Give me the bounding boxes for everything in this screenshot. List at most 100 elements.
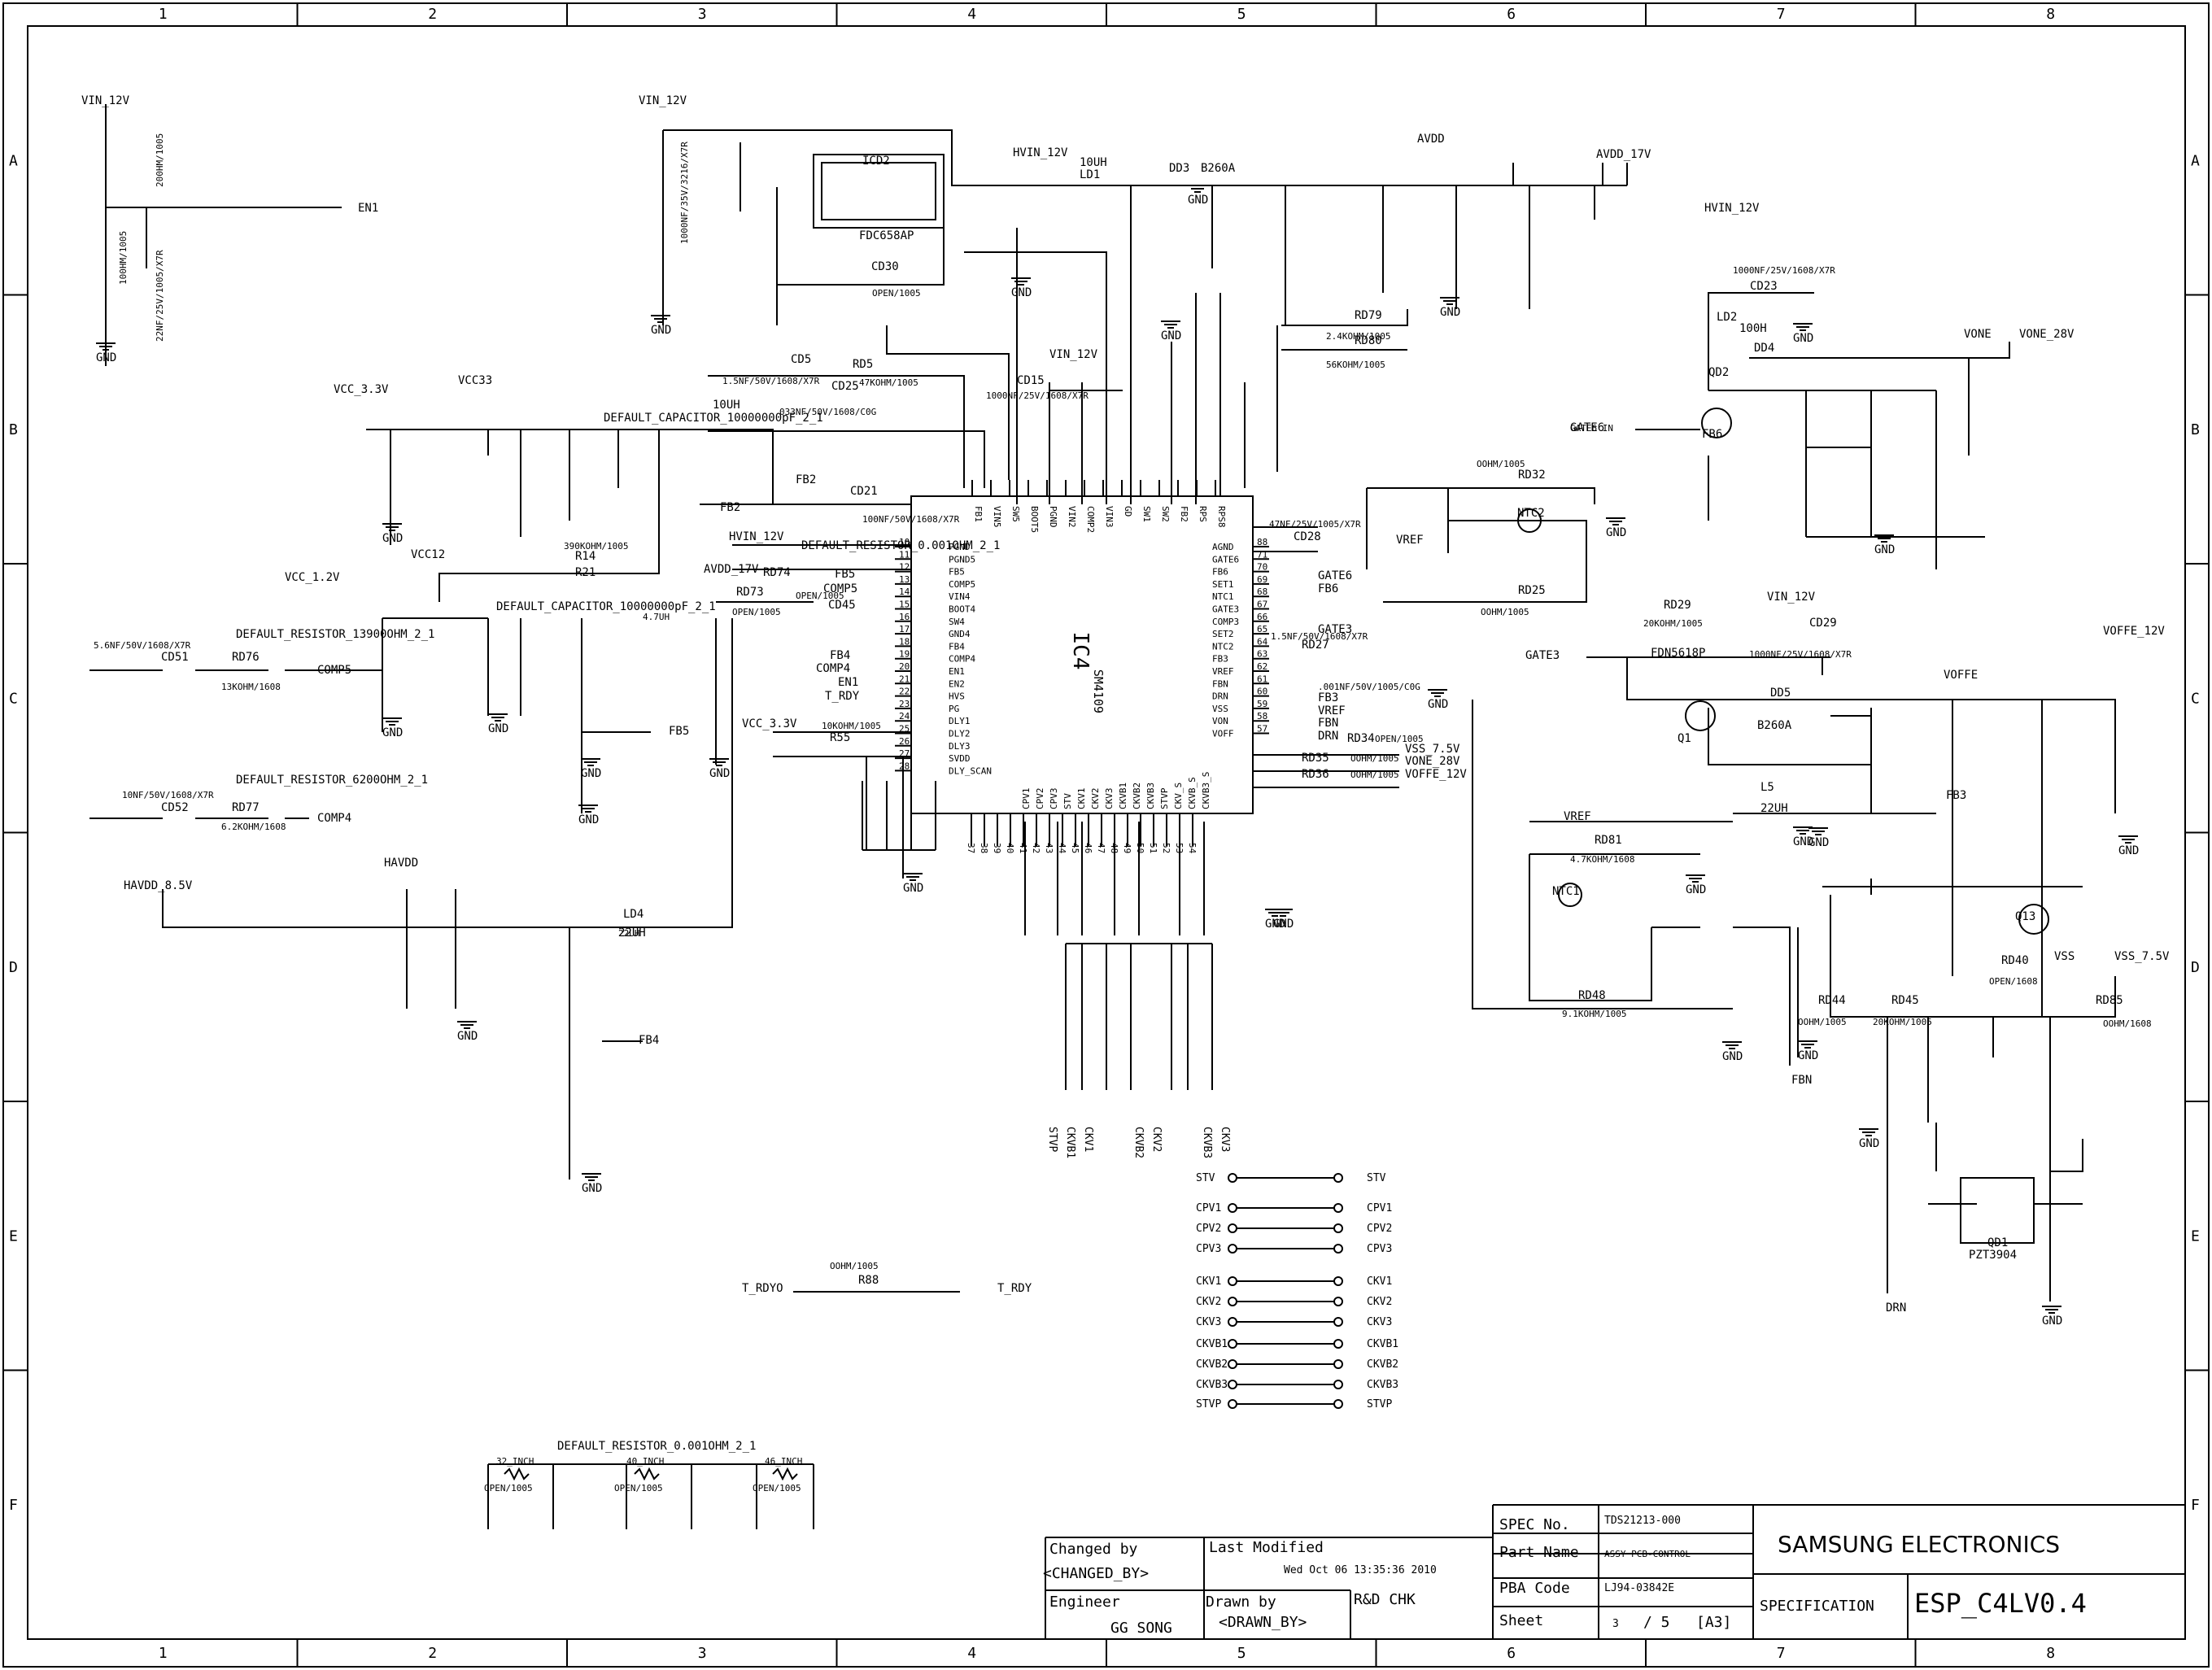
- ic4-pin-name: CPV2: [1035, 788, 1045, 810]
- ic4-pin-name: BOOT4: [949, 604, 975, 615]
- ic4-body[interactable]: [910, 495, 1254, 814]
- connector-out-pin[interactable]: [1333, 1297, 1343, 1306]
- q13-transistor[interactable]: [2018, 904, 2049, 935]
- net-label: LD4: [623, 908, 644, 921]
- ic4-pin-number: 27: [899, 748, 910, 759]
- connector-out-pin[interactable]: [1333, 1317, 1343, 1327]
- ic4-pin-number: 59: [1257, 699, 1267, 709]
- connector-in-label: CKVB2: [1196, 1358, 1228, 1371]
- ic4-pin-number: 15: [899, 600, 910, 610]
- ic4-pin-number: 24: [899, 711, 910, 722]
- connector-in-pin[interactable]: [1228, 1173, 1237, 1183]
- ground-icon: [651, 315, 670, 323]
- zone-row-left: F: [9, 1497, 18, 1514]
- ic4-pin-name: VIN4: [949, 591, 971, 602]
- connector-out-pin[interactable]: [1333, 1276, 1343, 1286]
- ic4-pin-number: 40: [1005, 843, 1015, 853]
- gate-output-label: CKVB3: [1201, 1127, 1213, 1158]
- tb-pba-code-label: PBA Code: [1499, 1580, 1570, 1597]
- tb-engineer: GG SONG: [1110, 1620, 1172, 1637]
- net-label: FBN: [1318, 717, 1338, 730]
- net-label: FB4: [639, 1034, 659, 1047]
- connector-out-pin[interactable]: [1333, 1359, 1343, 1369]
- net-label: FB4: [830, 649, 850, 662]
- component-value: 10KOHM/1005: [822, 721, 881, 731]
- ic4-pin-name: FB6: [1212, 567, 1228, 578]
- component-value: OOHM/1005: [1350, 770, 1399, 780]
- connector-in-pin[interactable]: [1228, 1203, 1237, 1213]
- connector-in-label: CPV1: [1196, 1202, 1221, 1214]
- ic4-pin-name: DLY1: [949, 716, 971, 726]
- net-label: DD3: [1169, 162, 1189, 175]
- connector-out-pin[interactable]: [1333, 1223, 1343, 1233]
- component-value: OPEN/1005: [872, 288, 921, 299]
- ic4-refdes: IC4: [1068, 632, 1093, 670]
- net-label: GND: [457, 1030, 478, 1043]
- connector-in-pin[interactable]: [1228, 1223, 1237, 1233]
- ic4-pin-number: 57: [1257, 724, 1267, 735]
- ic4-pin-name: COMP3: [1212, 617, 1239, 627]
- connector-in-pin[interactable]: [1228, 1380, 1237, 1389]
- ic4-pin-name: FB3: [1212, 654, 1228, 665]
- ic4-pin-name: GND4: [949, 629, 971, 639]
- connector-in-pin[interactable]: [1228, 1244, 1237, 1254]
- net-label: GND: [1808, 836, 1829, 849]
- net-label: RD79: [1355, 309, 1382, 322]
- net-label: GATE6: [1570, 421, 1604, 434]
- ic4-pin-number: 69: [1257, 574, 1267, 585]
- qd1-body[interactable]: [1960, 1177, 2035, 1244]
- connector-out-pin[interactable]: [1333, 1203, 1343, 1213]
- connector-out-pin[interactable]: [1333, 1399, 1343, 1409]
- ic4-pin-number: 23: [899, 699, 910, 709]
- net-label: RD44: [1818, 994, 1846, 1007]
- net-label: RD77: [232, 801, 260, 814]
- ic4-pin-name: CKVB2: [1132, 783, 1142, 809]
- connector-in-pin[interactable]: [1228, 1317, 1237, 1327]
- net-label: GND: [382, 532, 403, 545]
- connector-out-pin[interactable]: [1333, 1173, 1343, 1183]
- ntc1-thermistor[interactable]: [1558, 883, 1582, 907]
- net-label: RD36: [1302, 768, 1329, 781]
- ground-icon: [1793, 323, 1813, 331]
- net-label: VCC_3.3V: [334, 383, 389, 396]
- ic4-pin-number: 11: [899, 549, 910, 560]
- qd2-transistor[interactable]: [1701, 408, 1732, 438]
- net-label: CD45: [828, 599, 856, 612]
- ic4-pin-name: DLY3: [949, 741, 971, 752]
- net-label: R14: [575, 550, 596, 563]
- net-label: CD30: [871, 260, 899, 273]
- component-value: 390KOHM/1005: [564, 541, 628, 552]
- net-label: VOFFE_12V: [2103, 625, 2165, 638]
- net-label: LD1: [1080, 168, 1100, 181]
- net-label: HVIN_12V: [1704, 202, 1760, 215]
- ic4-pin-name: VSS: [1212, 704, 1228, 714]
- q1-transistor[interactable]: [1685, 700, 1716, 731]
- net-label: GND: [903, 882, 923, 895]
- connector-in-pin[interactable]: [1228, 1339, 1237, 1349]
- net-label: DEFAULT_CAPACITOR_10000000pF_2_1: [496, 600, 716, 613]
- connector-out-pin[interactable]: [1333, 1380, 1343, 1389]
- net-label: Q1: [1678, 732, 1691, 745]
- connector-in-pin[interactable]: [1228, 1359, 1237, 1369]
- net-label: RD34: [1347, 732, 1375, 745]
- net-label: VCC_3.3V: [742, 717, 797, 730]
- icd2-body[interactable]: [821, 162, 936, 220]
- net-label: VREF: [1564, 810, 1591, 823]
- ground-icon: [1011, 277, 1031, 286]
- ntc2-thermistor[interactable]: [1517, 508, 1542, 533]
- net-label: GND: [1428, 698, 1448, 711]
- connector-in-pin[interactable]: [1228, 1297, 1237, 1306]
- net-label: VCC33: [458, 374, 492, 387]
- component-value: 1000NF/25V/1608/X7R: [1749, 649, 1852, 660]
- net-label: COMP4: [317, 812, 351, 825]
- net-label: GND: [1722, 1050, 1743, 1063]
- net-label: GATE6: [1318, 569, 1352, 582]
- net-label: 22UH: [1760, 802, 1788, 815]
- ic4-pin-name: STV: [1062, 793, 1073, 809]
- component-value: 1000NF/35V/3216/X7R: [679, 142, 690, 244]
- connector-in-pin[interactable]: [1228, 1399, 1237, 1409]
- connector-out-pin[interactable]: [1333, 1339, 1343, 1349]
- component-value: 13KOHM/1608: [221, 682, 281, 692]
- connector-out-pin[interactable]: [1333, 1244, 1343, 1254]
- connector-in-pin[interactable]: [1228, 1276, 1237, 1286]
